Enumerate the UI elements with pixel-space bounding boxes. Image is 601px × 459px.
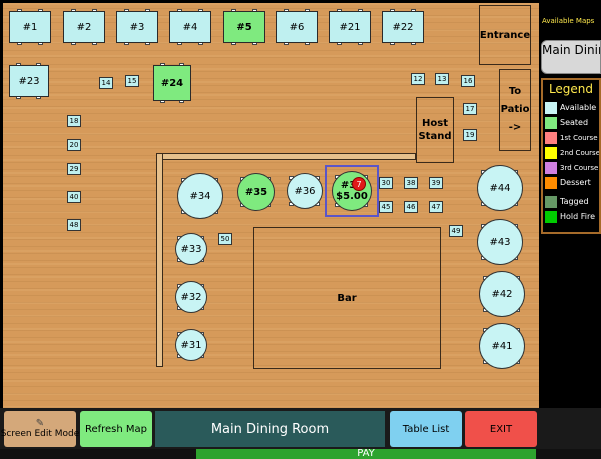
table-6[interactable]: #6 bbox=[276, 11, 318, 43]
small-table-38[interactable]: 38 bbox=[404, 177, 418, 189]
legend-swatch bbox=[545, 195, 557, 208]
small-table-47[interactable]: 47 bbox=[429, 201, 443, 213]
small-table-20[interactable]: 20 bbox=[67, 139, 81, 151]
room-title: Main Dining Room bbox=[155, 411, 385, 447]
to-patio-door[interactable]: To Patio -> bbox=[499, 69, 531, 151]
table-32[interactable]: #32 bbox=[175, 281, 207, 313]
table-4[interactable]: #4 bbox=[169, 11, 211, 43]
table-5[interactable]: #5 bbox=[223, 11, 265, 43]
table-35[interactable]: #35 bbox=[237, 173, 275, 211]
small-table-19[interactable]: 19 bbox=[463, 129, 477, 141]
table-24[interactable]: #24 bbox=[153, 65, 191, 101]
table-36[interactable]: #36 bbox=[287, 173, 323, 209]
table-43[interactable]: #43 bbox=[477, 219, 523, 265]
small-table-14[interactable]: 14 bbox=[99, 77, 113, 89]
table-list-button[interactable]: Table List bbox=[390, 411, 462, 447]
selected-table-highlight bbox=[325, 165, 379, 217]
legend-panel: Legend Available Seated 1st Course 2nd C… bbox=[541, 78, 601, 234]
table-21[interactable]: #21 bbox=[329, 11, 371, 43]
map-tab-main-dining-room[interactable]: Main Dining Room bbox=[541, 40, 601, 74]
entrance-area: Entrance bbox=[479, 5, 531, 65]
pencil-icon: ✎ bbox=[35, 418, 45, 429]
legend-swatch bbox=[545, 116, 557, 129]
order-count-badge: 7 bbox=[352, 177, 366, 191]
table-37[interactable]: #37 $5.00 bbox=[332, 171, 372, 211]
refresh-map-button[interactable]: Refresh Map bbox=[80, 411, 152, 447]
legend-item: Seated bbox=[543, 115, 599, 130]
table-41[interactable]: #41 bbox=[479, 323, 525, 369]
table-23[interactable]: #23 bbox=[9, 65, 49, 97]
small-table-49[interactable]: 49 bbox=[449, 225, 463, 237]
table-44[interactable]: #44 bbox=[477, 165, 523, 211]
top-rail bbox=[156, 153, 416, 160]
small-table-18[interactable]: 18 bbox=[67, 115, 81, 127]
small-table-17[interactable]: 17 bbox=[463, 103, 477, 115]
table-2[interactable]: #2 bbox=[63, 11, 105, 43]
small-table-50[interactable]: 50 bbox=[218, 233, 232, 245]
available-maps-label: Available Maps bbox=[542, 17, 595, 25]
small-table-29[interactable]: 29 bbox=[67, 163, 81, 175]
table-31[interactable]: #31 bbox=[175, 329, 207, 361]
legend-title: Legend bbox=[548, 82, 594, 96]
table-3[interactable]: #3 bbox=[116, 11, 158, 43]
small-table-40[interactable]: 40 bbox=[67, 191, 81, 203]
legend-item: Tagged bbox=[543, 194, 599, 209]
small-table-15[interactable]: 15 bbox=[125, 75, 139, 87]
host-stand: Host Stand bbox=[416, 97, 454, 163]
legend-swatch bbox=[545, 210, 557, 223]
legend-swatch bbox=[545, 146, 557, 159]
legend-item: 3rd Course bbox=[543, 160, 599, 175]
small-table-45[interactable]: 45 bbox=[379, 201, 393, 213]
table-42[interactable]: #42 bbox=[479, 271, 525, 317]
small-table-16[interactable]: 16 bbox=[461, 75, 475, 87]
legend-item: Dessert bbox=[543, 175, 599, 190]
small-table-30[interactable]: 30 bbox=[379, 177, 393, 189]
small-table-39[interactable]: 39 bbox=[429, 177, 443, 189]
legend-swatch bbox=[545, 176, 557, 189]
legend-swatch bbox=[545, 101, 557, 114]
small-table-46[interactable]: 46 bbox=[404, 201, 418, 213]
legend-swatch bbox=[545, 131, 557, 144]
table-33[interactable]: #33 bbox=[175, 233, 207, 265]
table-22[interactable]: #22 bbox=[382, 11, 424, 43]
screen-edit-mode-button[interactable]: ✎ Screen Edit Mode bbox=[1, 411, 79, 447]
legend-swatch bbox=[545, 161, 557, 174]
legend-item: Available bbox=[543, 100, 599, 115]
table-34[interactable]: #34 bbox=[177, 173, 223, 219]
legend-item: 1st Course bbox=[543, 130, 599, 145]
bar-counter: Bar bbox=[253, 227, 441, 369]
legend-item: 2nd Course bbox=[543, 145, 599, 160]
table-1[interactable]: #1 bbox=[9, 11, 51, 43]
exit-button[interactable]: EXIT bbox=[465, 411, 537, 447]
left-rail bbox=[156, 153, 163, 367]
small-table-48[interactable]: 48 bbox=[67, 219, 81, 231]
small-table-12[interactable]: 12 bbox=[411, 73, 425, 85]
legend-item: Hold Fire bbox=[543, 209, 599, 224]
small-table-13[interactable]: 13 bbox=[435, 73, 449, 85]
pay-button[interactable]: PAY bbox=[196, 449, 536, 459]
floor-plan: #1 #2 #3 #4 #5 #6 #21 #22 #23 #24 14 15 … bbox=[3, 3, 539, 408]
